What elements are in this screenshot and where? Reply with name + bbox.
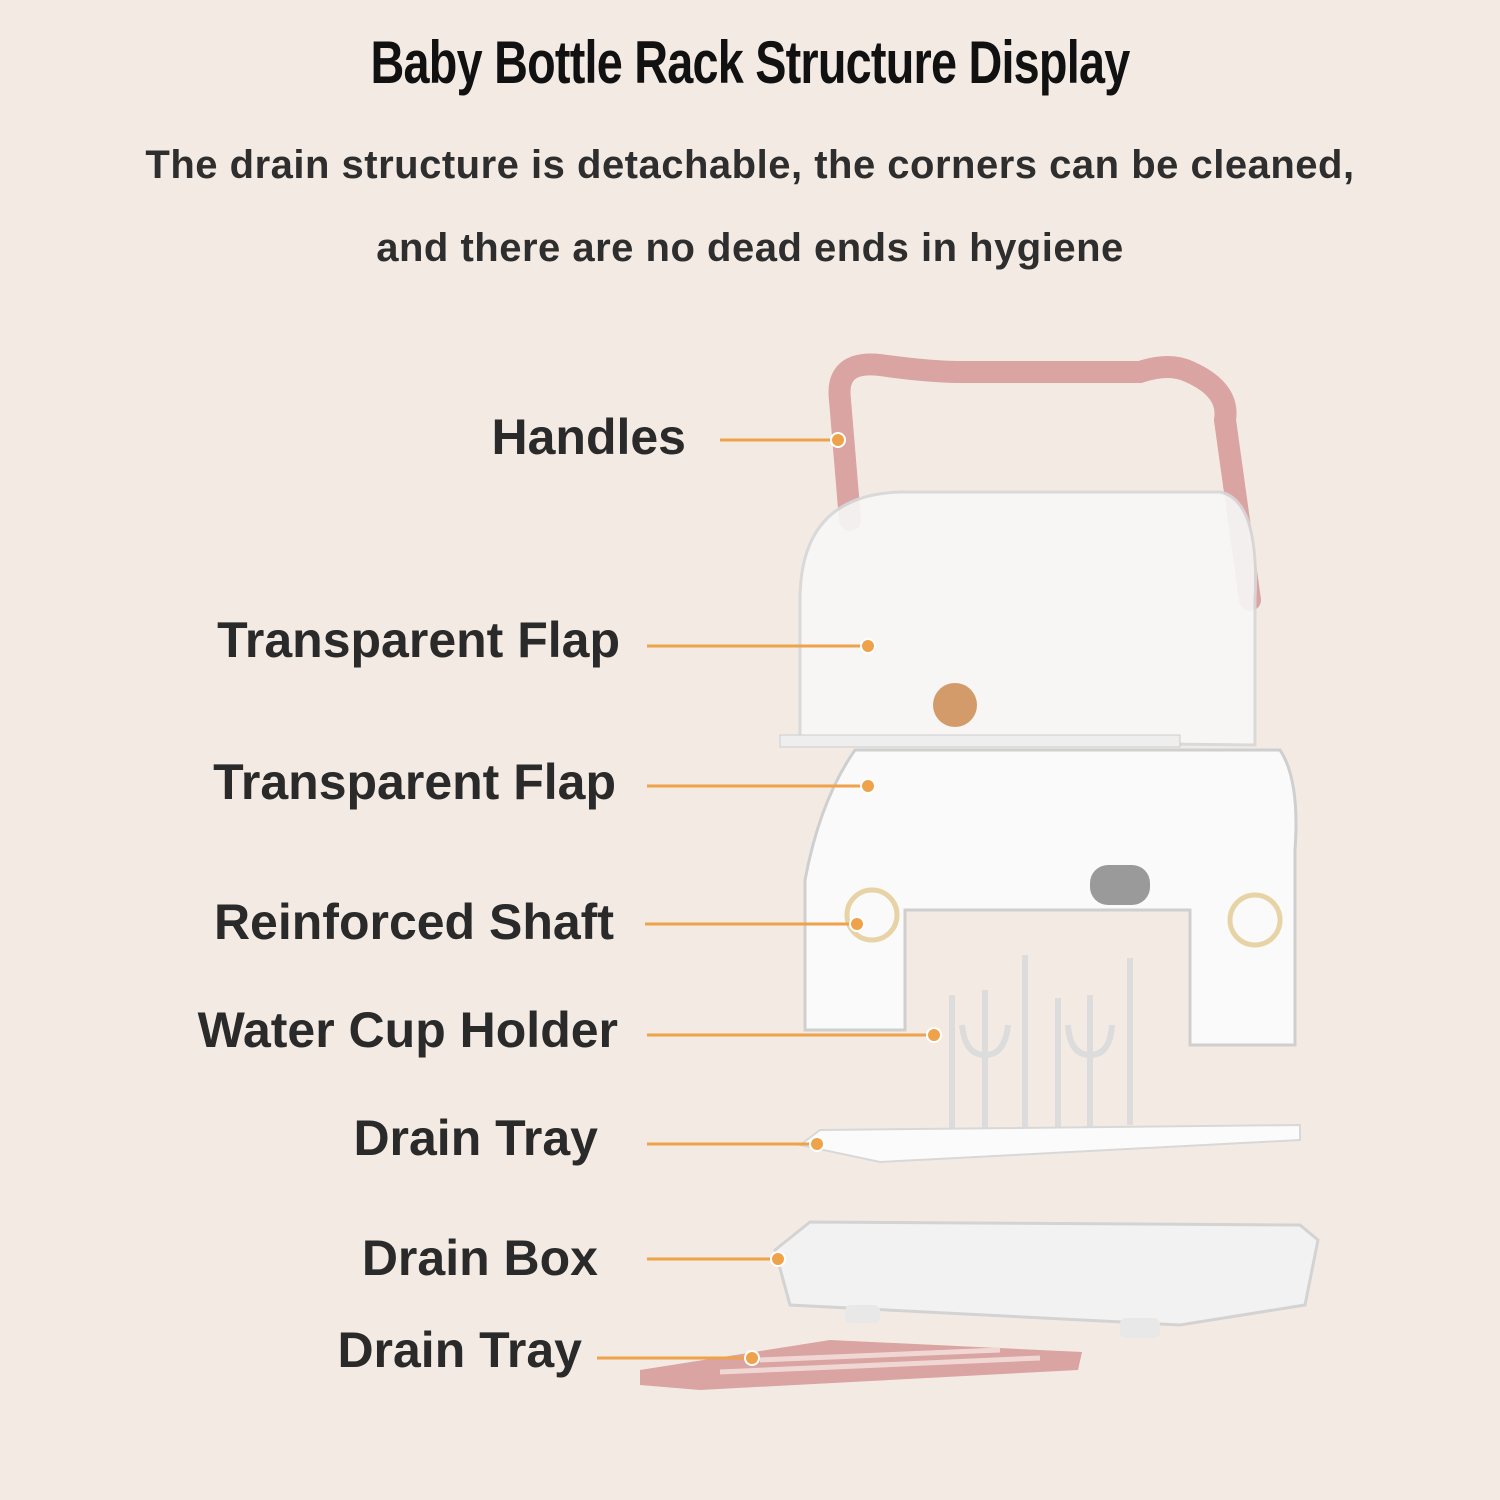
leader-lines bbox=[597, 432, 942, 1366]
label-transparent-flap-2: Transparent Flap bbox=[213, 754, 616, 810]
page-title: Baby Bottle Rack Structure Display bbox=[370, 29, 1131, 96]
label-transparent-flap-1: Transparent Flap bbox=[217, 612, 620, 668]
label-drain-box: Drain Box bbox=[361, 1230, 598, 1286]
transparent-flap-body bbox=[803, 748, 1298, 1047]
water-cup-holder bbox=[949, 955, 1133, 1135]
label-drain-tray-2: Drain Tray bbox=[337, 1322, 582, 1378]
transparent-flap-top bbox=[798, 490, 1258, 747]
label-drain-tray-1: Drain Tray bbox=[353, 1110, 598, 1166]
label-reinforced-shaft: Reinforced Shaft bbox=[213, 894, 614, 950]
reinforced-shaft-left bbox=[844, 887, 900, 943]
reinforced-shaft-right bbox=[1227, 892, 1283, 948]
label-handles: Handles bbox=[491, 409, 686, 465]
subtitle-line-1: The drain structure is detachable, the c… bbox=[145, 143, 1355, 187]
subtitle-line-2: and there are no dead ends in hygiene bbox=[376, 226, 1124, 270]
knob bbox=[933, 683, 977, 727]
drain-tray bbox=[797, 1123, 1301, 1164]
label-water-cup-holder: Water Cup Holder bbox=[197, 1002, 618, 1058]
handle bbox=[828, 353, 1261, 611]
